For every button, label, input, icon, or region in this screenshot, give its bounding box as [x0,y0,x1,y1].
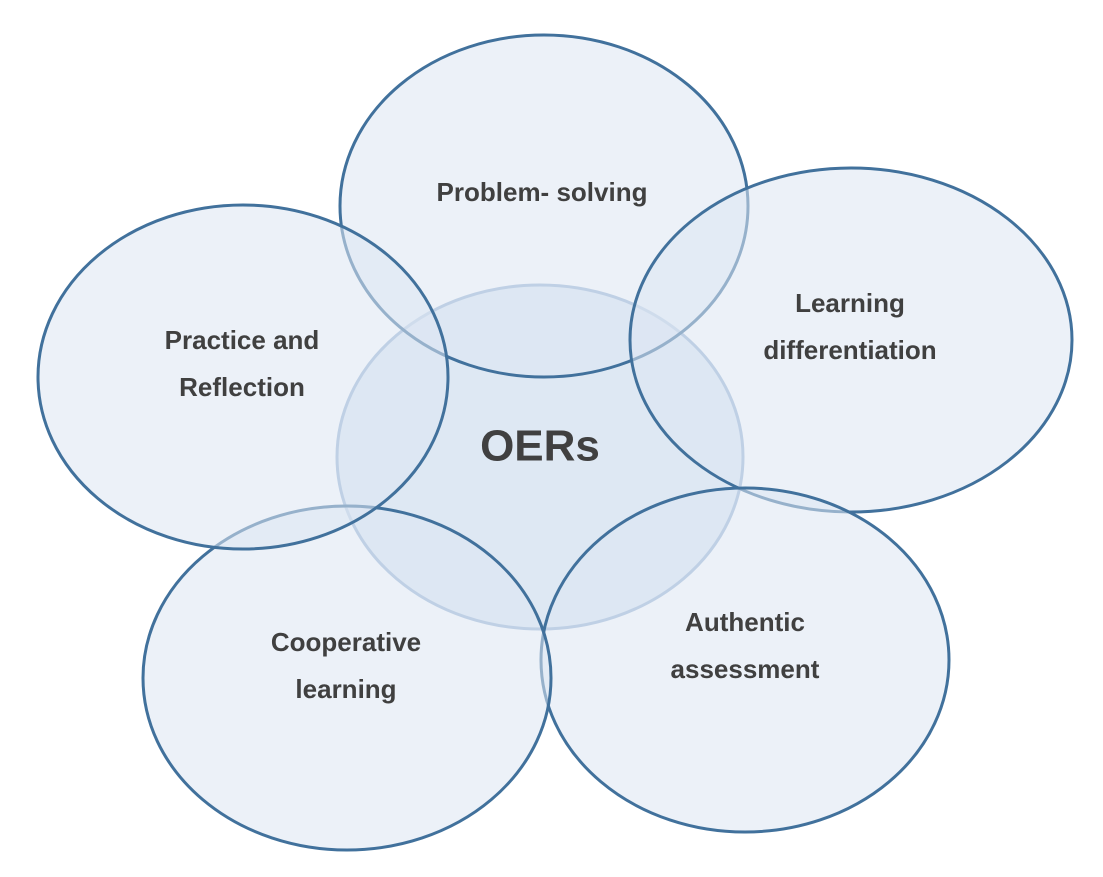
label-cooperative-line1: Cooperative [271,627,421,657]
label-cooperative-line2: learning [295,674,396,704]
ellipse-practice-reflection [36,203,450,551]
label-learning-line2: differentiation [763,335,936,365]
center-label: OERs [480,422,600,471]
label-practice-line1: Practice and [165,325,320,355]
label-problem-solving: Problem- solving [437,177,648,207]
label-authentic-line1: Authentic [685,607,805,637]
label-learning-line1: Learning [795,288,905,318]
label-practice-line2: Reflection [179,372,305,402]
label-authentic-line2: assessment [671,654,820,684]
